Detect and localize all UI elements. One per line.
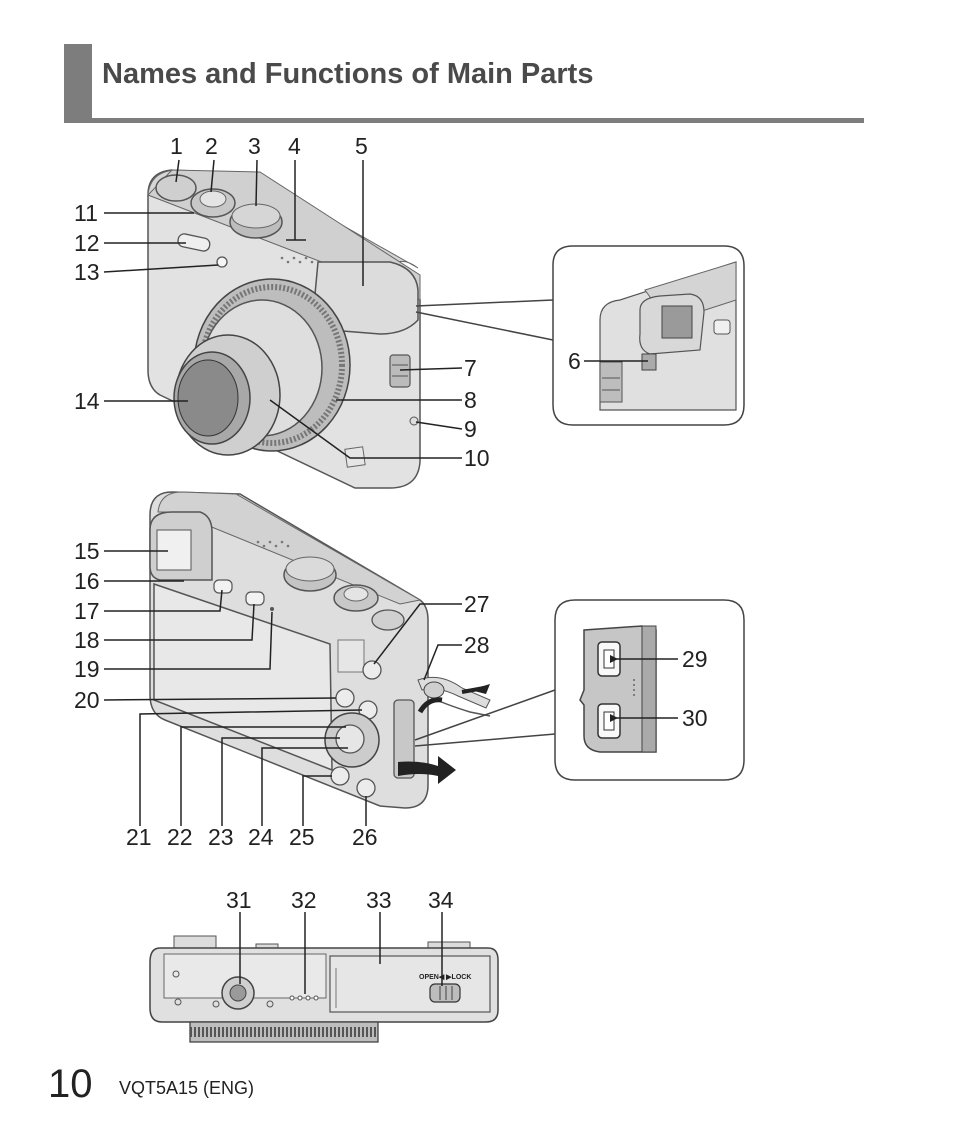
callout-30: 30: [682, 705, 708, 731]
switch-label: OPEN◀ ▶LOCK: [419, 974, 471, 981]
callout-10: 10: [464, 445, 490, 471]
header-rule: [64, 118, 864, 123]
callout-numbers: 1 2 3 4 5 11 12 13 14 7 8 9 10 6 15 16 1…: [74, 133, 708, 913]
document-code: VQT5A15 (ENG): [119, 1078, 255, 1098]
strap-eyelet-inset: [415, 245, 745, 426]
rear-view-illustration: [149, 491, 491, 809]
callout-18: 18: [74, 627, 100, 653]
callout-22: 22: [167, 824, 193, 850]
callout-23: 23: [208, 824, 234, 850]
callout-34: 34: [428, 887, 454, 913]
callout-33: 33: [366, 887, 392, 913]
callout-25: 25: [289, 824, 315, 850]
callout-7: 7: [464, 355, 477, 381]
page-number: 10: [48, 1062, 93, 1106]
header-accent-bar: [64, 44, 92, 122]
callout-19: 19: [74, 656, 100, 682]
callout-11: 11: [74, 200, 98, 226]
callout-17: 17: [74, 598, 100, 624]
callout-14: 14: [74, 388, 100, 414]
page-title: Names and Functions of Main Parts: [102, 58, 594, 90]
callout-6: 6: [568, 348, 581, 374]
callout-16: 16: [74, 568, 100, 594]
callout-21: 21: [126, 824, 152, 850]
callout-20: 20: [74, 687, 100, 713]
callout-29: 29: [682, 646, 708, 672]
callout-27: 27: [464, 591, 490, 617]
bottom-view-illustration: OPEN◀ ▶LOCK: [149, 935, 499, 1043]
callout-32: 32: [291, 887, 317, 913]
front-view-illustration: [147, 169, 421, 489]
page-header: Names and Functions of Main Parts: [64, 44, 864, 124]
callout-13: 13: [74, 259, 100, 285]
callout-28: 28: [464, 632, 490, 658]
callout-24: 24: [248, 824, 274, 850]
leader-lines: [103, 159, 678, 994]
callout-4: 4: [288, 133, 301, 159]
callout-9: 9: [464, 416, 477, 442]
callout-31: 31: [226, 887, 252, 913]
callout-2: 2: [205, 133, 218, 159]
callout-3: 3: [248, 133, 261, 159]
callout-12: 12: [74, 230, 100, 256]
terminal-inset: [414, 599, 745, 781]
callout-8: 8: [464, 387, 477, 413]
callout-1: 1: [170, 133, 183, 159]
callout-15: 15: [74, 538, 100, 564]
leader-arrowheads: [610, 655, 618, 722]
callout-5: 5: [355, 133, 368, 159]
callout-26: 26: [352, 824, 378, 850]
